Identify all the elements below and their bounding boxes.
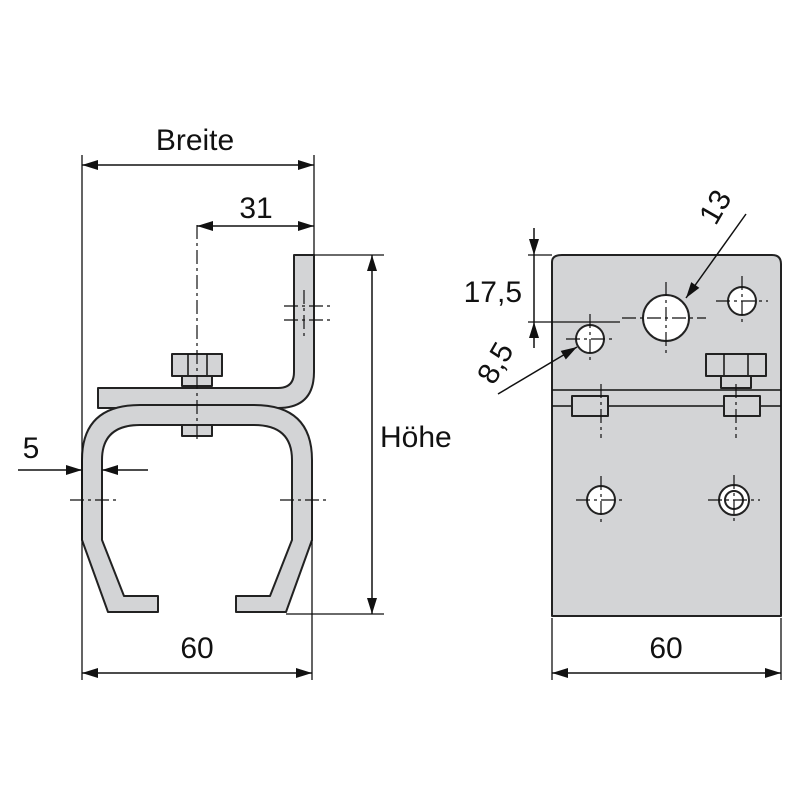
plate-view: 17,5 8,5 13 60 bbox=[464, 185, 782, 680]
bolt-shank-plate bbox=[720, 375, 752, 389]
bottom-width-label-left: 60 bbox=[180, 632, 213, 665]
hole-spacing-label: 17,5 bbox=[464, 276, 522, 309]
lug-right bbox=[723, 395, 761, 417]
width-label: Breite bbox=[156, 124, 234, 157]
bottom-width-label-right: 60 bbox=[649, 632, 682, 665]
mounting-plate bbox=[551, 254, 782, 617]
bracket-plate bbox=[97, 254, 315, 409]
height-label: Höhe bbox=[380, 421, 452, 454]
wall-thickness-label: 5 bbox=[23, 432, 40, 465]
c-profile-rail bbox=[81, 404, 313, 613]
hex-nut-plate bbox=[705, 353, 767, 377]
lug-left bbox=[571, 395, 609, 417]
front-view: Breite 31 Höhe 5 60 bbox=[18, 124, 452, 680]
small-hole-diameter-label: 8,5 bbox=[471, 337, 520, 390]
offset-31-label: 31 bbox=[239, 192, 272, 225]
hex-nut bbox=[171, 353, 223, 377]
large-hole-diameter-label: 13 bbox=[693, 185, 738, 230]
